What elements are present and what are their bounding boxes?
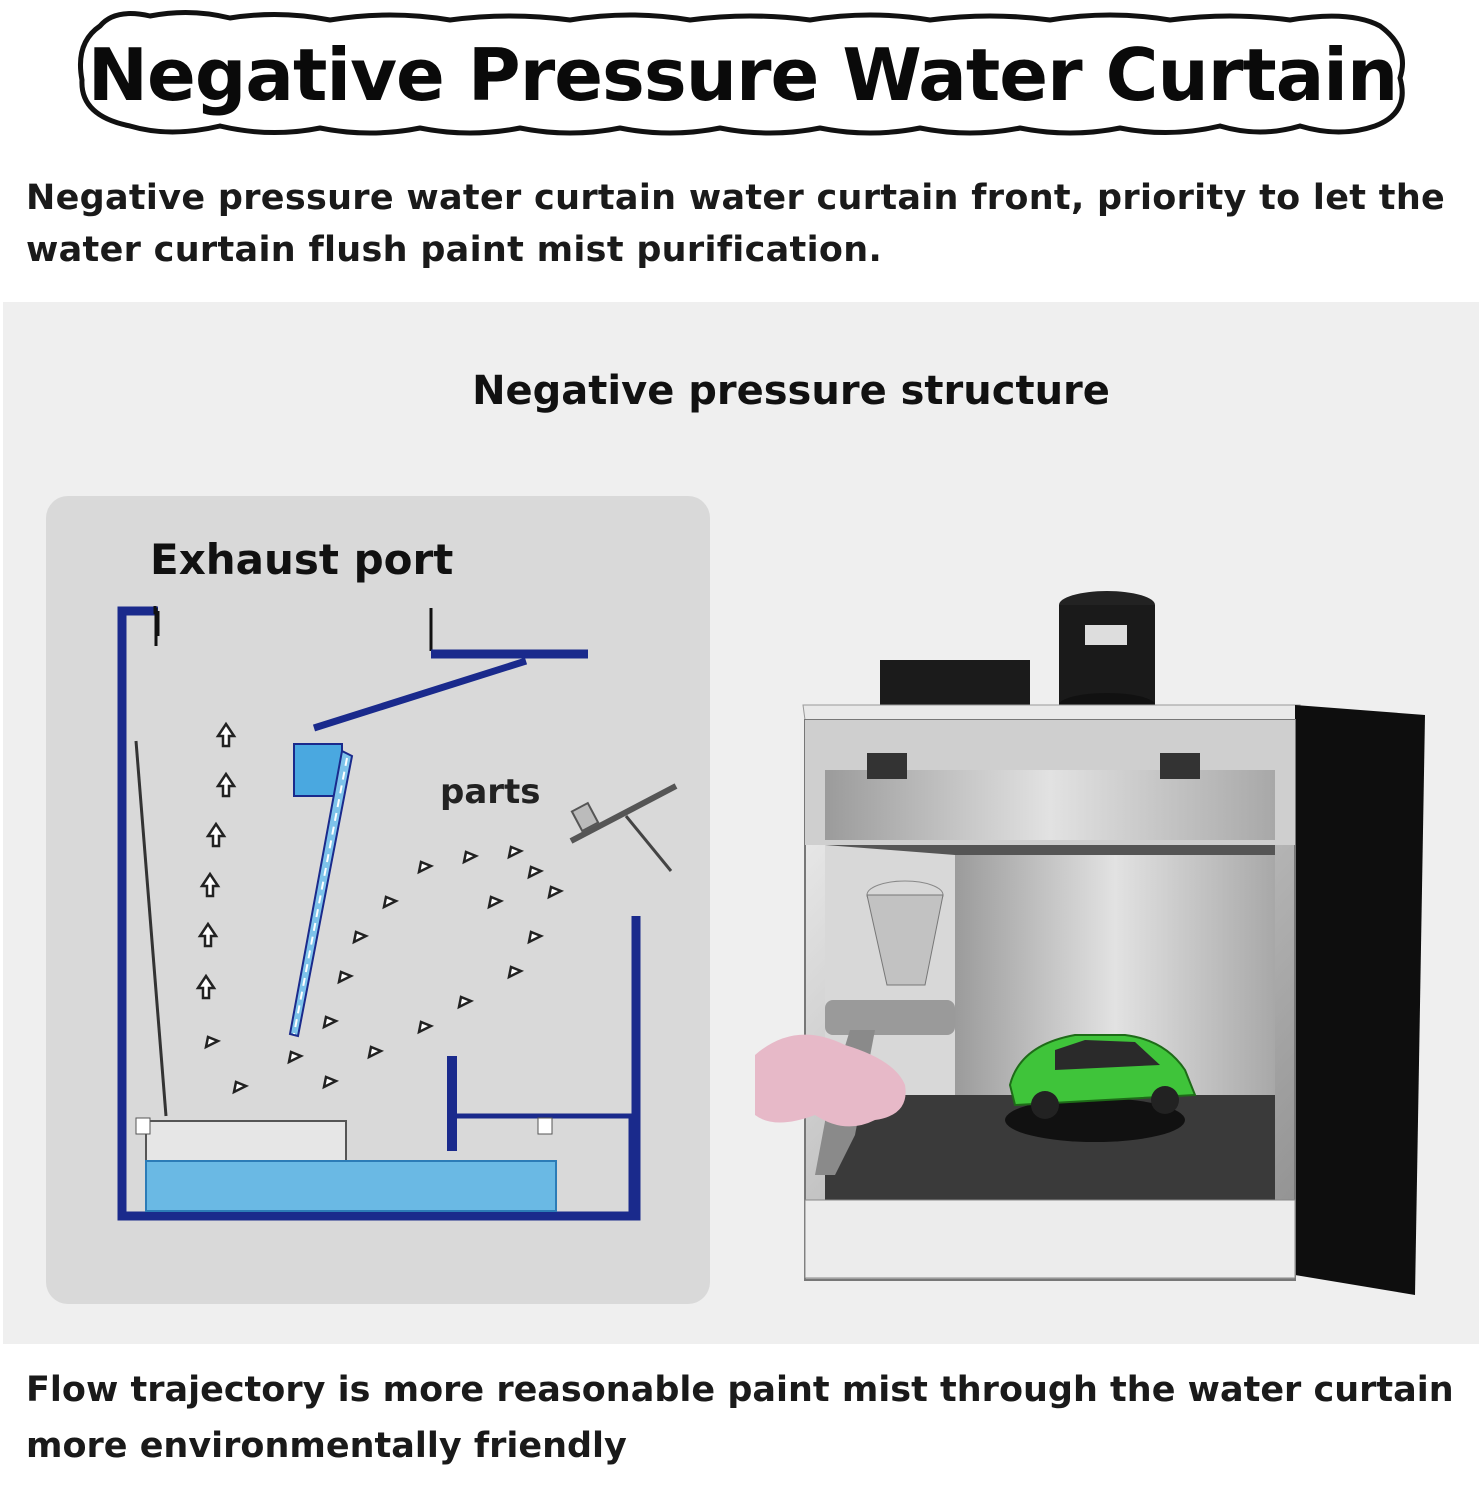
intro-text: Negative pressure water curtain water cu…: [26, 178, 1446, 270]
structure-title: Negative pressure structure: [472, 368, 1110, 414]
car-icon: [1008, 1034, 1197, 1119]
exhaust-fan-icon: [1059, 591, 1155, 717]
exhaust-port-label: Exhaust port: [150, 535, 454, 584]
parts-label: parts: [440, 772, 541, 812]
spray-booth-illustration: [755, 591, 1425, 1295]
page-title: Negative Pressure Water Curtain: [87, 33, 1398, 117]
airbrush-icon: [569, 783, 678, 872]
control-box-icon: [880, 660, 1030, 710]
airflow-diagram: [117, 606, 678, 1221]
footer-text: Flow trajectory is more reasonable paint…: [26, 1370, 1454, 1466]
glove-icon: [755, 1034, 906, 1127]
title-banner: Negative Pressure Water Curtain: [70, 8, 1415, 138]
cloud-frame-icon: [77, 9, 1405, 136]
